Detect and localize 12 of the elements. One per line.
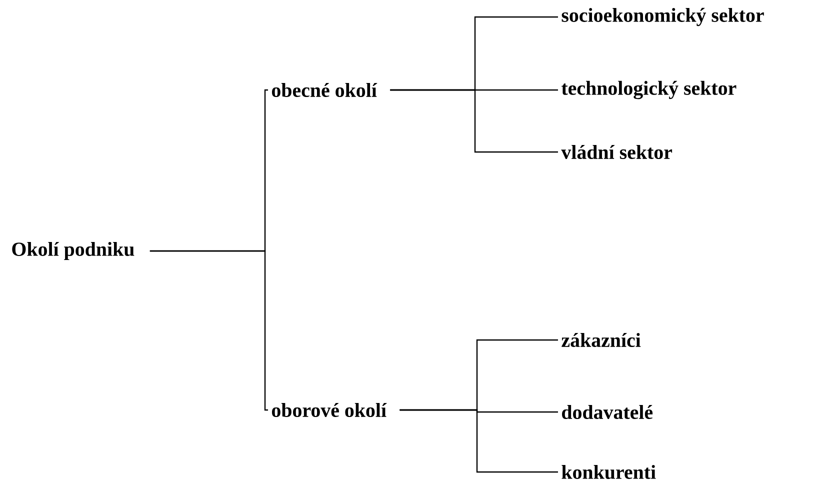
tree-label: technologický sektor [562,80,736,100]
tree-label: vládní sektor [561,144,672,159]
tree-label: konkurenti [562,464,656,480]
connector-line [390,89,558,153]
tree-label: obecné okolí [272,82,378,97]
tree-label: dodavatelé [562,404,653,419]
tree-label: zákazníci [562,332,641,347]
connector-line [150,250,268,411]
tree-label: Okolí podniku [12,242,134,260]
tree-label: socioekonomický sektor [562,8,764,26]
tree-label: oborové okolí [272,402,387,417]
connector-line [400,409,558,473]
